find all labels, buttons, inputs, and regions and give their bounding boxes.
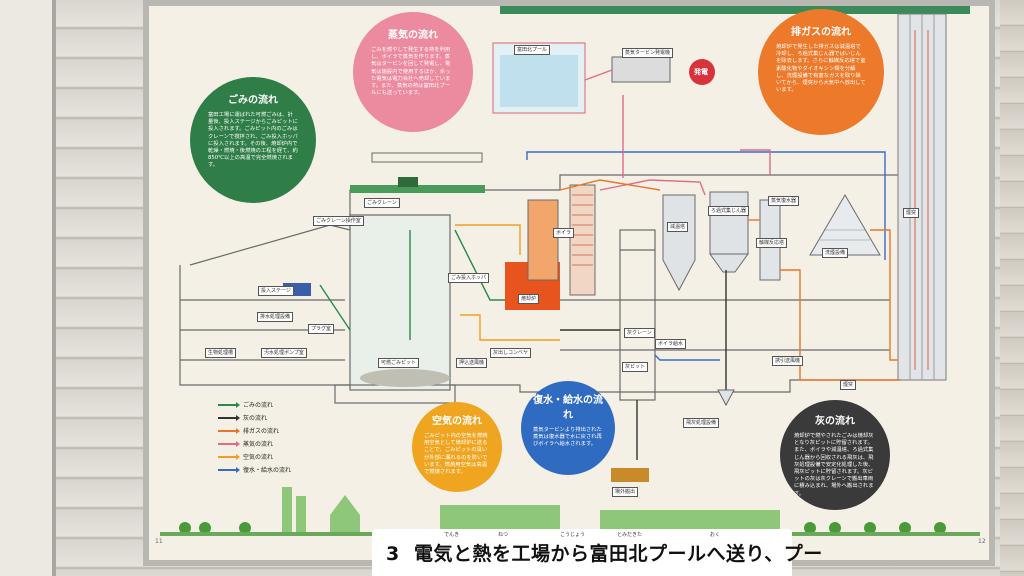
garbage-title: ごみの流れ bbox=[228, 95, 278, 106]
legend-swatch bbox=[218, 401, 240, 408]
fan-label: 誘引送風機 bbox=[772, 356, 804, 366]
legend-item: 空気の流れ bbox=[218, 450, 328, 463]
steam-title: 蒸気の流れ bbox=[388, 30, 438, 41]
chimney-label: 煙突 bbox=[903, 208, 920, 218]
caption-title: 電気と熱を工場から富田北プールへ送り、プー bbox=[413, 543, 823, 565]
condenser-label: 蒸気復水器 bbox=[768, 196, 800, 206]
left-adjacent-panel bbox=[0, 0, 56, 576]
legend-label: 蒸気の流れ bbox=[243, 441, 274, 448]
legend-item: 復水・給水の流れ bbox=[218, 463, 328, 476]
water-title: 復水・給水の流れ bbox=[533, 395, 603, 421]
hopper-label: ごみ投入ホッパ bbox=[448, 273, 490, 283]
gas-title: 排ガスの流れ bbox=[791, 27, 851, 38]
steam-body: ごみを燃やして発生する熱を利用し、ボイラで蒸気を作ります。蒸気はタービンを回して… bbox=[371, 47, 451, 97]
scrubber-label: 洗煙設備 bbox=[822, 248, 849, 258]
ash-conveyor-label: 灰出しコンベヤ bbox=[490, 348, 532, 358]
steam-bubble: 蒸気の流れ ごみを燃やして発生する熱を利用し、ボイラで蒸気を作ります。蒸気はター… bbox=[353, 12, 473, 132]
drain-label: 排水処理設備 bbox=[257, 312, 294, 322]
legend-label: 灰の流れ bbox=[243, 415, 268, 422]
catalyst-label: 触媒反応塔 bbox=[756, 238, 788, 248]
ash-title: 灰の流れ bbox=[815, 416, 855, 427]
filter-label: ろ過式集じん器 bbox=[708, 206, 750, 216]
stack-exit-label: 煙突 bbox=[840, 380, 857, 390]
caption-strip: でんき ねつ こうじょう とみだきた おく 3 電気と熱を工場から富田北プールへ… bbox=[372, 529, 822, 576]
air-intake-label: 押込送風機 bbox=[456, 358, 488, 368]
air-body: ごみピット内の空気を燃焼用空気として焼却炉に送ることで、ごみピットの臭いが外部に… bbox=[424, 433, 488, 476]
gas-body: 焼却炉で発生した排ガスは減温塔で冷却し、ろ過式集じん器でばいじんを除去します。さ… bbox=[776, 44, 866, 94]
ash-body: 焼却炉で燃やされたごみは焼却灰となり灰ピットに貯留されます。また、ボイラや減温塔… bbox=[794, 433, 874, 497]
ruby-5: おく bbox=[710, 532, 721, 538]
boiler-label: ボイラ bbox=[553, 228, 575, 238]
outside-label: 場外搬出 bbox=[612, 487, 639, 497]
garbage-bubble: ごみの流れ 富田工場に運ばれた可燃ごみは、計量後、投入ステージからごみピットに投… bbox=[190, 77, 316, 203]
legend-label: 空気の流れ bbox=[243, 454, 274, 461]
fly-ash-label: 飛灰処理設備 bbox=[683, 418, 720, 428]
legend-item: ごみの流れ bbox=[218, 398, 328, 411]
ash-crane-label: 灰クレーン bbox=[624, 328, 655, 338]
ruby-2: ねつ bbox=[498, 532, 509, 538]
water-bubble: 復水・給水の流れ 蒸気タービンより排出された蒸気は復水器で水に戻され再びボイラへ… bbox=[521, 381, 615, 475]
ash-pit-label: 灰ピット bbox=[622, 362, 649, 372]
garbage-body: 富田工場に運ばれた可燃ごみは、計量後、投入ステージからごみピットに投入されます。… bbox=[208, 112, 298, 169]
legend-item: 排ガスの流れ bbox=[218, 424, 328, 437]
air-title: 空気の流れ bbox=[432, 416, 482, 427]
ash-bubble: 灰の流れ 焼却炉で燃やされたごみは焼却灰となり灰ピットに貯留されます。また、ボイ… bbox=[780, 400, 890, 510]
pool-label: 富田北プール bbox=[514, 45, 551, 55]
pump-label: 汚水処理ポンプ室 bbox=[261, 348, 307, 358]
legend-swatch bbox=[218, 453, 240, 460]
power-label: 発電 bbox=[694, 68, 708, 76]
page-number-right: 12 bbox=[978, 538, 986, 545]
furnace-label: 焼却炉 bbox=[518, 294, 540, 304]
legend-item: 灰の流れ bbox=[218, 411, 328, 424]
pit-label: 可燃ごみピット bbox=[378, 358, 420, 368]
bio-tank-label: 生物処理槽 bbox=[205, 348, 237, 358]
turbine-label: 蒸気タービン発電機 bbox=[622, 48, 674, 58]
flow-legend: ごみの流れ 灰の流れ 排ガスの流れ 蒸気の流れ 空気の流れ 復水・給水の流れ bbox=[218, 398, 328, 476]
cooling-label: 減温塔 bbox=[667, 222, 689, 232]
legend-label: 排ガスの流れ bbox=[243, 428, 280, 435]
page-number-left: 11 bbox=[155, 538, 163, 545]
ruby-1: でんき bbox=[444, 532, 460, 538]
boiler-water-label: ボイラ給水 bbox=[655, 339, 687, 349]
water-body: 蒸気タービンより排出された蒸気は復水器で水に戻され再びボイラへ給水されます。 bbox=[533, 427, 602, 448]
caption-number: 3 bbox=[386, 543, 400, 565]
ruby-4: とみだきた bbox=[617, 532, 643, 538]
ruby-3: こうじょう bbox=[560, 532, 586, 538]
legend-label: 復水・給水の流れ bbox=[243, 467, 292, 474]
crane-room-label: ごみクレーン操作室 bbox=[313, 216, 364, 226]
legend-label: ごみの流れ bbox=[243, 402, 274, 409]
stage-label: 投入ステージ bbox=[258, 286, 294, 296]
gas-bubble: 排ガスの流れ 焼却炉で発生した排ガスは減温塔で冷却し、ろ過式集じん器でばいじんを… bbox=[758, 9, 884, 135]
legend-swatch bbox=[218, 414, 240, 421]
legend-item: 蒸気の流れ bbox=[218, 437, 328, 450]
legend-swatch bbox=[218, 466, 240, 473]
air-bubble: 空気の流れ ごみピット内の空気を燃焼用空気として焼却炉に送ることで、ごみピットの… bbox=[412, 402, 502, 492]
crane-label: ごみクレーン bbox=[364, 198, 400, 208]
caption-text: 3 電気と熱を工場から富田北プールへ送り、プー bbox=[386, 539, 823, 566]
legend-swatch bbox=[218, 427, 240, 434]
plug-label: プラグ室 bbox=[308, 324, 335, 334]
right-wall-edge bbox=[1000, 0, 1024, 576]
legend-swatch bbox=[218, 440, 240, 447]
